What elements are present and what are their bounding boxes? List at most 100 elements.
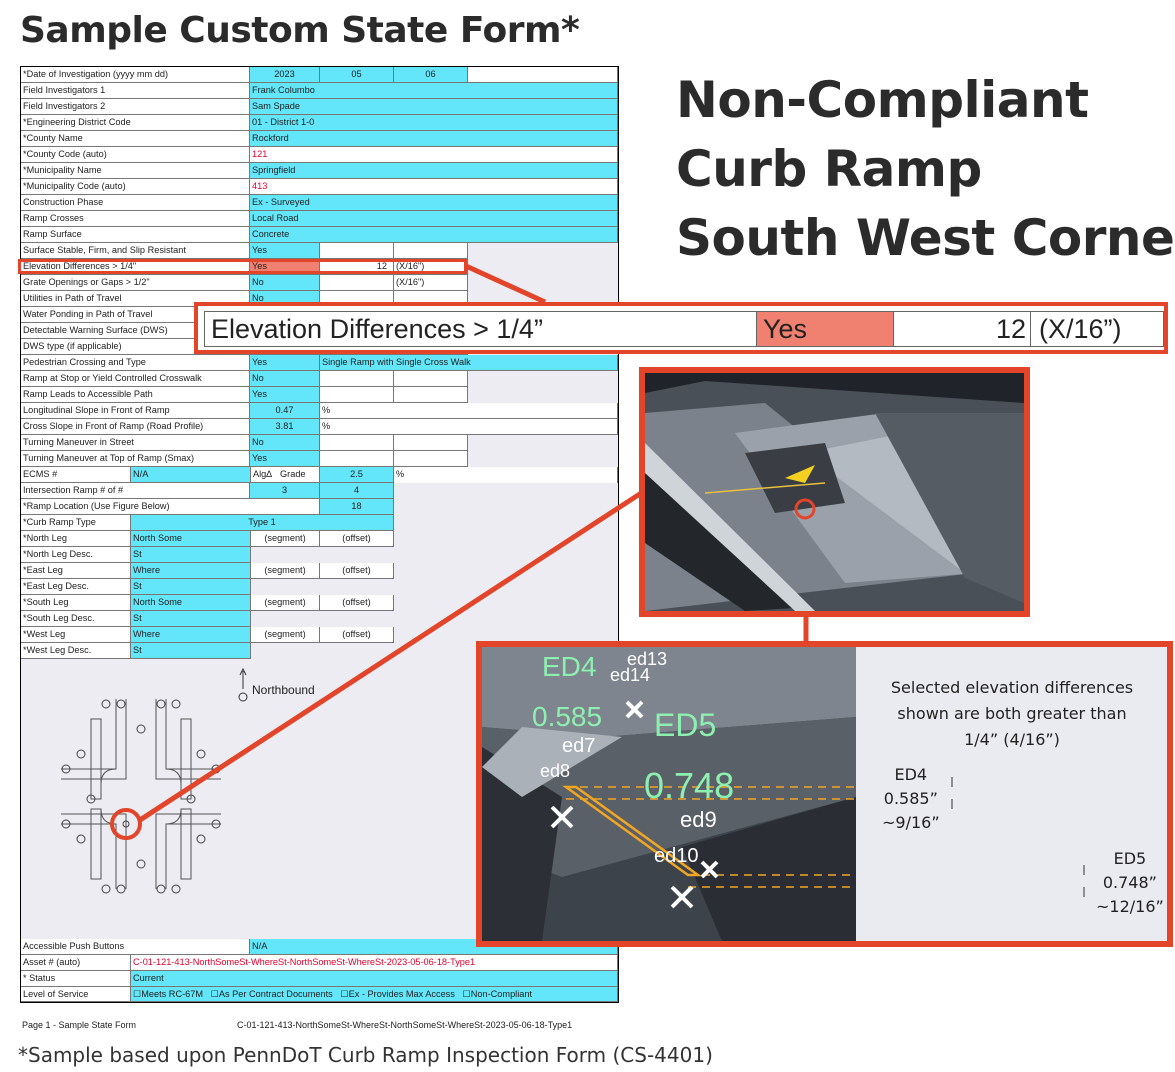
main-heading: Non-Compliant Curb Ramp South West Corne… (676, 66, 1175, 273)
form-label: Surface Stable, Firm, and Slip Resistant (21, 243, 250, 259)
form-label: Ramp at Stop or Yield Controlled Crosswa… (21, 371, 250, 387)
form-value[interactable]: Yes (250, 243, 320, 259)
ed4-inches: 0.585” (883, 789, 938, 808)
date-month[interactable]: 05 (320, 67, 394, 83)
form-row-ecms: ECMS # N/A Alg∆ Grade 2.5 % (21, 467, 618, 483)
asset-value: C-01-121-413-NorthSomeSt-WhereSt-NorthSo… (131, 955, 618, 971)
form-value[interactable]: No (250, 275, 320, 291)
form-value[interactable]: Sam Spade (250, 99, 618, 115)
leg-value[interactable]: Where (131, 627, 251, 643)
page-title: Sample Custom State Form* (20, 10, 580, 51)
ed5-name: ED5 (1113, 849, 1147, 868)
leg-value[interactable]: St (131, 643, 251, 659)
form-row: Cross Slope in Front of Ramp (Road Profi… (21, 419, 618, 435)
form-label: Grate Openings or Gaps > 1/2" (21, 275, 250, 291)
leg-value[interactable]: North Some (131, 531, 251, 547)
form-value[interactable]: Yes (250, 387, 320, 403)
form-value[interactable]: No (250, 371, 320, 387)
form-value[interactable]: Frank Columbo (250, 83, 618, 99)
form-label: *Municipality Code (auto) (21, 179, 250, 195)
ed4-fraction: ~9/16” (882, 813, 940, 832)
form-label: Intersection Ramp # of # (21, 483, 250, 499)
form-unit: (X/16") (394, 275, 468, 291)
blank-cell (320, 387, 394, 403)
form-label: Turning Maneuver in Street (21, 435, 250, 451)
page-footer: Page 1 - Sample State Form (22, 1020, 137, 1030)
form-value[interactable]: 121 (250, 147, 618, 163)
form-value[interactable]: 413 (250, 179, 618, 195)
leg-value[interactable]: St (131, 547, 251, 563)
leg-value[interactable]: North Some (131, 595, 251, 611)
curb-type-value[interactable]: Type 1 (131, 515, 394, 531)
form-label: *West Leg (21, 627, 131, 643)
form-value[interactable]: No (250, 435, 320, 451)
blank-cell (394, 243, 468, 259)
location-value[interactable]: 18 (320, 499, 394, 515)
leg-segment: (segment) (251, 595, 320, 611)
form-label: Ramp Leads to Accessible Path (21, 387, 250, 403)
ramp-location-marker (110, 808, 142, 840)
northbound-label: Northbound (252, 683, 315, 697)
blank-cell (394, 371, 468, 387)
grade-unit: % (394, 467, 618, 483)
heading-line-3: South West Corner (676, 209, 1175, 267)
blank-cell (394, 451, 468, 467)
form-label: *West Leg Desc. (21, 643, 131, 659)
form-label: *Curb Ramp Type (21, 515, 131, 531)
form-value[interactable]: Yes (250, 451, 320, 467)
form-label: Pedestrian Crossing and Type (21, 355, 250, 371)
form-label: *South Leg (21, 595, 131, 611)
leg-segment: (segment) (251, 627, 320, 643)
form-value[interactable]: 3.81 (250, 419, 320, 435)
note-line: shown are both greater than (897, 704, 1127, 723)
ed8-label: ed8 (540, 761, 571, 781)
form-extra: Single Ramp with Single Cross Walk (320, 355, 618, 371)
form-value[interactable]: 0.47 (250, 403, 320, 419)
intersection-a[interactable]: 3 (250, 483, 320, 499)
ed10-label: ed10 (654, 845, 699, 867)
ed7-label: ed7 (562, 735, 596, 757)
form-value[interactable]: 01 - District 1-0 (250, 115, 618, 131)
callout-label: Elevation Differences > 1/4” (204, 311, 757, 347)
form-unit: % (320, 403, 618, 419)
form-row: Grate Openings or Gaps > 1/2"No (X/16") (21, 275, 618, 291)
service-value[interactable]: ☐Meets RC-67M ☐As Per Contract Documents… (131, 987, 618, 1002)
form-label: Level of Service (21, 987, 131, 1002)
date-day[interactable]: 06 (394, 67, 468, 83)
leg-offset: (offset) (320, 627, 394, 643)
ed9-label: ed9 (680, 807, 717, 832)
source-note: *Sample based upon PennDoT Curb Ramp Ins… (18, 1043, 713, 1067)
form-value[interactable]: Yes (250, 355, 320, 371)
form-label: Utilities in Path of Travel (21, 291, 250, 307)
ecms-value[interactable]: N/A (131, 467, 251, 483)
note-line: 1/4” (4/16”) (964, 730, 1060, 749)
callout-count: 12 (893, 311, 1031, 347)
ed4-measure: ED4 0.585” ~9/16” (882, 763, 940, 835)
form-row-leg: *North Leg Desc.St (21, 547, 618, 563)
ed14-label: ed14 (610, 665, 651, 685)
blank-cell (320, 435, 394, 451)
form-value[interactable]: Ex - Surveyed (250, 195, 618, 211)
intersection-b[interactable]: 4 (320, 483, 394, 499)
leg-value[interactable]: St (131, 579, 251, 595)
blank-cell (320, 275, 394, 291)
form-value[interactable]: Concrete (250, 227, 618, 243)
date-year[interactable]: 2023 (250, 67, 320, 83)
form-label: Turning Maneuver at Top of Ramp (Smax) (21, 451, 250, 467)
form-value[interactable]: Rockford (250, 131, 618, 147)
leg-value[interactable]: Where (131, 563, 251, 579)
status-value[interactable]: Current (131, 971, 618, 987)
leg-value[interactable]: St (131, 611, 251, 627)
form-label: *County Code (auto) (21, 147, 250, 163)
grade-value[interactable]: 2.5 (320, 467, 394, 483)
form-value[interactable]: Springfield (250, 163, 618, 179)
form-value[interactable]: Local Road (250, 211, 618, 227)
row-highlight (18, 259, 467, 274)
scan-overview-image (639, 367, 1030, 617)
